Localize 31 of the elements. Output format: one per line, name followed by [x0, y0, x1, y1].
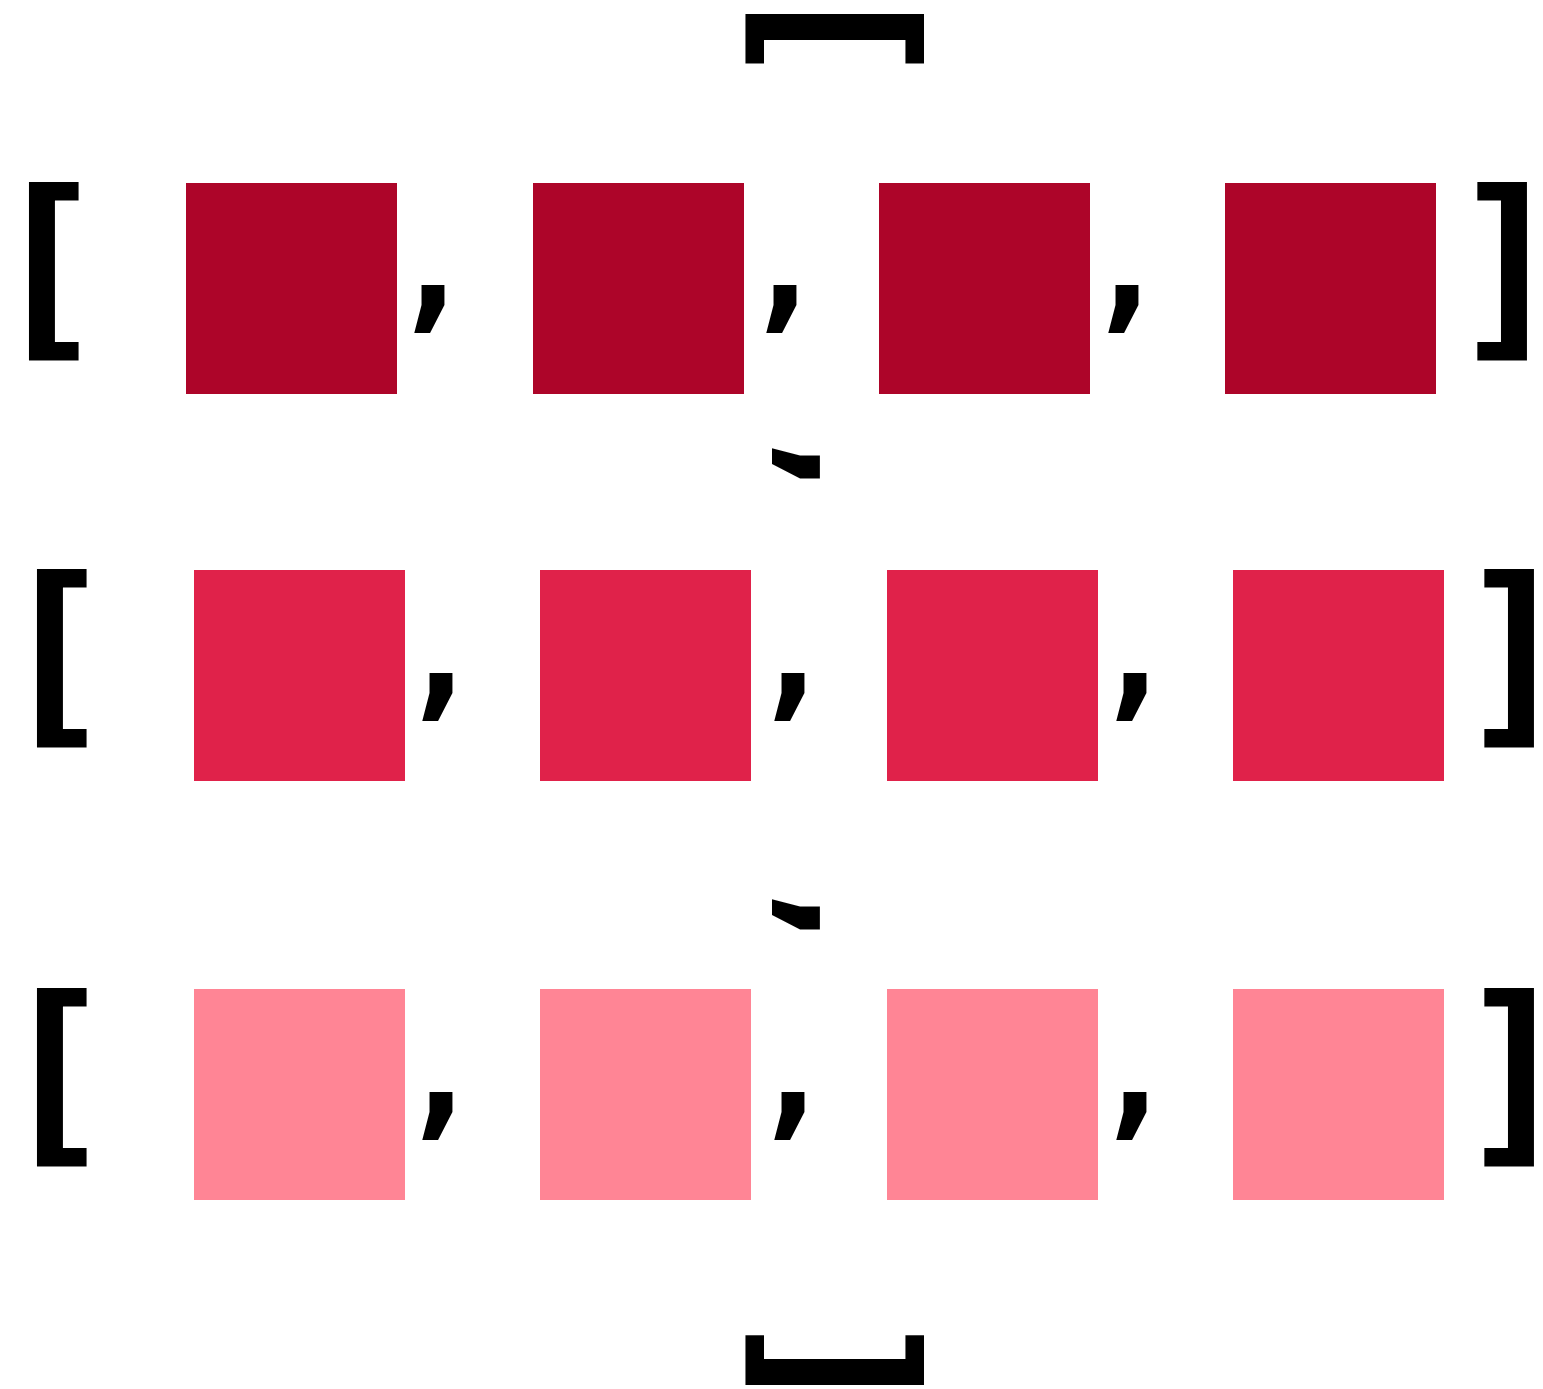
comma-symbol: ,	[1089, 992, 1181, 1142]
element-box	[1225, 183, 1436, 394]
element-box	[186, 183, 397, 394]
bracket-symbol: ]	[741, 1305, 941, 1389]
element-box	[887, 570, 1098, 781]
bracket-symbol: ]	[1454, 552, 1543, 752]
comma-symbol: ,	[1081, 185, 1173, 335]
comma-symbol: ,	[770, 421, 920, 513]
element-box	[194, 989, 405, 1200]
bracket-symbol: [	[0, 552, 117, 752]
comma-symbol: ,	[747, 573, 839, 723]
comma-symbol: ,	[770, 872, 920, 964]
comma-symbol: ,	[739, 185, 831, 335]
bracket-symbol: ]	[1454, 971, 1543, 1171]
comma-symbol: ,	[395, 573, 487, 723]
comma-symbol: ,	[1089, 573, 1181, 723]
element-box	[540, 570, 751, 781]
comma-symbol: ,	[747, 992, 839, 1142]
element-box	[879, 183, 1090, 394]
bracket-symbol: [	[0, 165, 109, 365]
bracket-symbol: [	[0, 971, 117, 1171]
comma-symbol: ,	[387, 185, 479, 335]
element-box	[887, 989, 1098, 1200]
element-box	[1233, 570, 1444, 781]
bracket-symbol: ]	[1447, 165, 1543, 365]
element-box	[533, 183, 744, 394]
element-box	[1233, 989, 1444, 1200]
bracket-symbol: [	[741, 0, 941, 94]
comma-symbol: ,	[395, 992, 487, 1142]
element-box	[540, 989, 751, 1200]
element-box	[194, 570, 405, 781]
